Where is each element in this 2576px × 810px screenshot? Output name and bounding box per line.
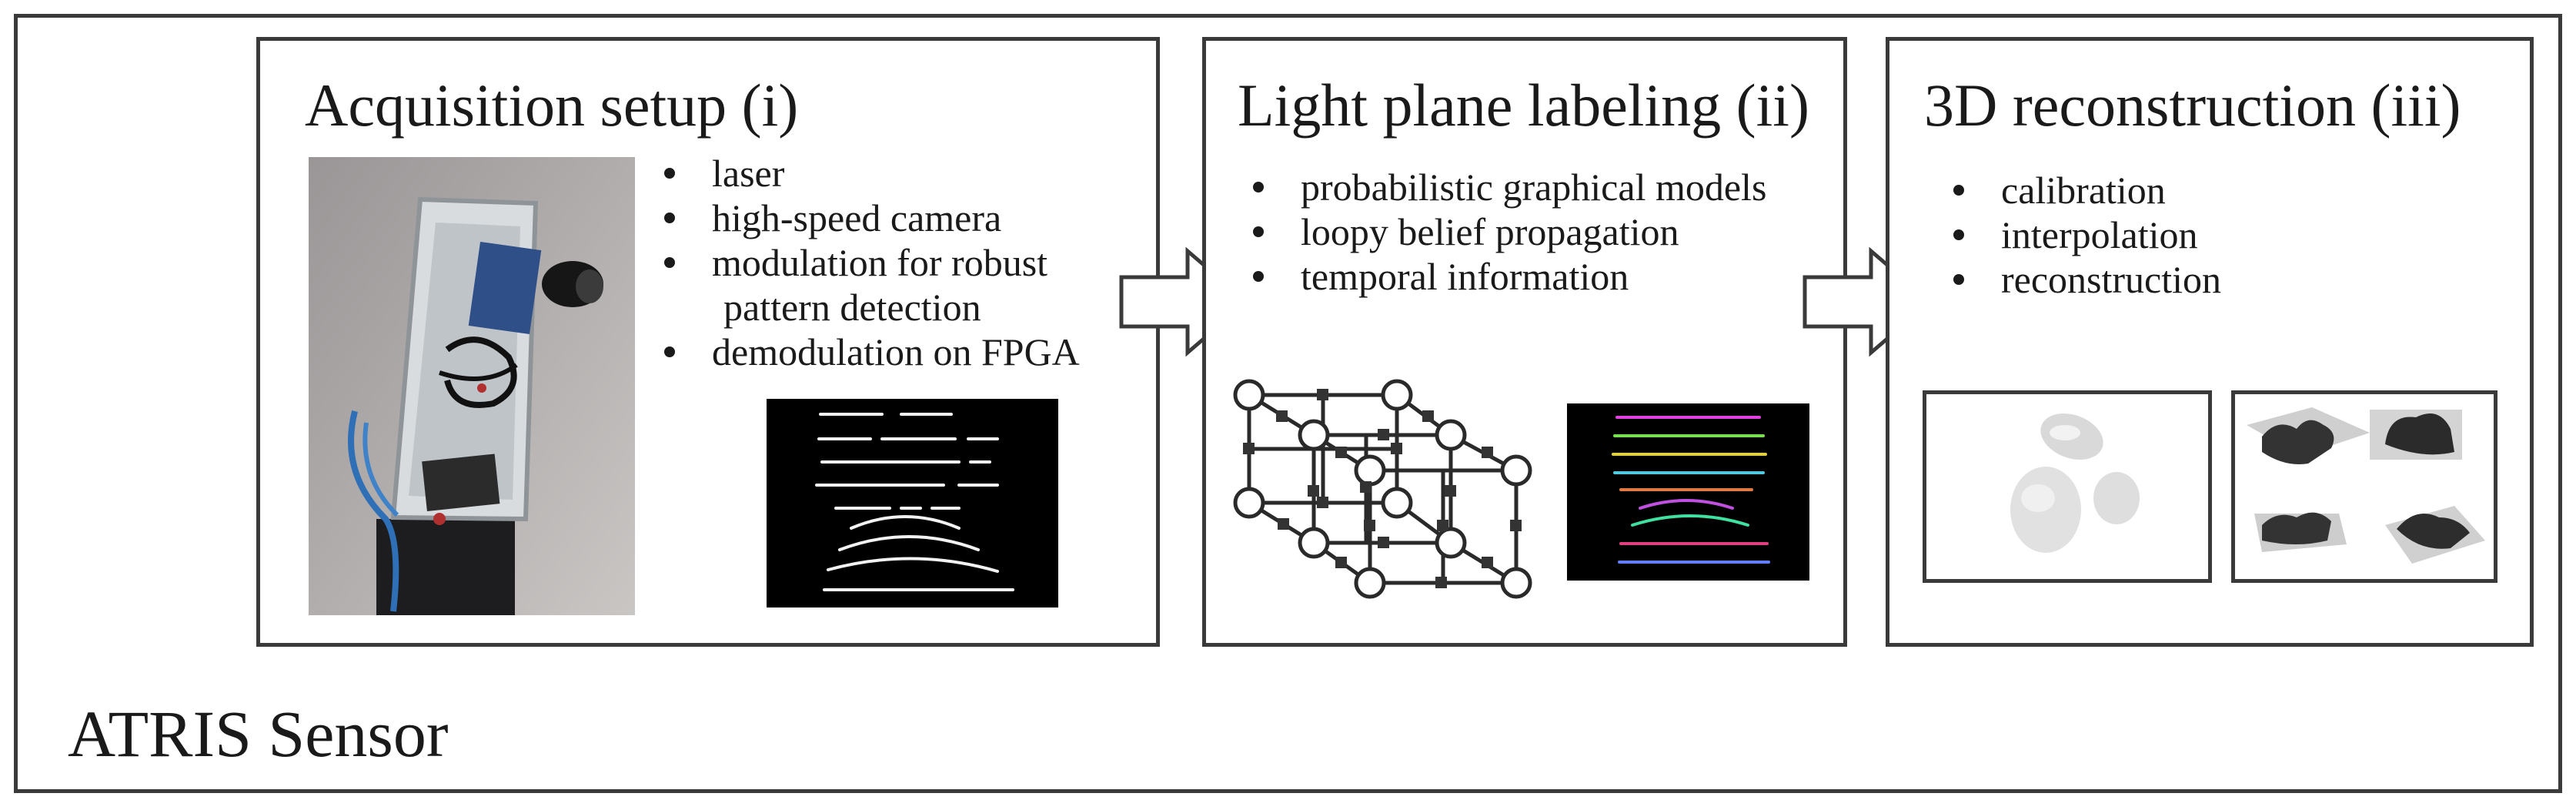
stones-image	[1923, 390, 2212, 583]
list-item: interpolation	[1947, 213, 2221, 257]
list-item: laser	[658, 151, 1080, 196]
list-item: loopy belief propagation	[1247, 209, 1766, 254]
list-item: modulation for robust	[658, 240, 1080, 285]
acquisition-title: Acquisition setup (i)	[305, 72, 799, 139]
stripe-pattern-image	[767, 399, 1058, 608]
surface-meshes-image	[2231, 390, 2497, 583]
list-item: high-speed camera	[658, 196, 1080, 240]
colored-labeling-image	[1567, 403, 1809, 581]
list-item: probabilistic graphical models	[1247, 165, 1766, 209]
sensor-photo	[309, 157, 635, 615]
list-item: temporal information	[1247, 254, 1766, 299]
list-item: pattern detection	[723, 286, 981, 329]
reconstruction-title: 3D reconstruction (iii)	[1924, 72, 2461, 139]
labeling-title: Light plane labeling (ii)	[1238, 72, 1809, 139]
reconstruction-bullets: calibration interpolation reconstruction	[1947, 168, 2221, 302]
factor-graph-grid	[1233, 379, 1532, 599]
list-item: reconstruction	[1947, 257, 2221, 302]
labeling-bullets: probabilistic graphical models loopy bel…	[1247, 165, 1766, 299]
acquisition-bullets: laser high-speed camera modulation for r…	[658, 151, 1080, 374]
atris-sensor-label: ATRIS Sensor	[68, 697, 449, 771]
list-item: demodulation on FPGA	[658, 330, 1080, 374]
list-item: calibration	[1947, 168, 2221, 213]
